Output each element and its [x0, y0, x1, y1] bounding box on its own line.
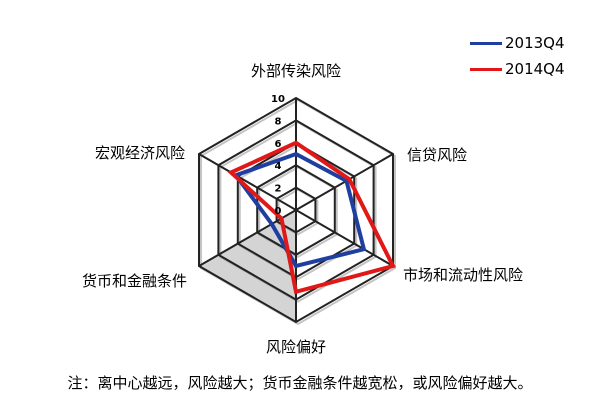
- legend-swatch-2013q4: [470, 41, 502, 45]
- axis-label: 货币和金融条件: [82, 272, 187, 290]
- tick-label: 2: [275, 184, 282, 195]
- legend: 2013Q4 2014Q4: [470, 30, 565, 82]
- tick-label: 4: [275, 161, 282, 172]
- tick-label: 6: [275, 139, 282, 150]
- legend-item-2014q4: 2014Q4: [470, 56, 565, 82]
- axis-label: 宏观经济风险: [95, 144, 185, 162]
- series-line-2014q4: [227, 140, 396, 295]
- chart-note: 注：离中心越远，风险越大；货币金融条件越宽松，或风险偏好越大。: [67, 374, 533, 392]
- tick-label: 8: [275, 116, 282, 127]
- radar-spoke: [295, 209, 394, 267]
- axis-label: 风险偏好: [266, 338, 326, 356]
- legend-label-2013q4: 2013Q4: [505, 34, 565, 52]
- axis-label: 外部传染风险: [251, 62, 341, 80]
- axis-label: 信贷风险: [407, 146, 467, 164]
- legend-label-2014q4: 2014Q4: [505, 60, 565, 78]
- radar-spoke: [198, 153, 297, 211]
- axis-label: 市场和流动性风险: [403, 266, 523, 284]
- radar-shaded-sector: [199, 210, 296, 322]
- radar-series: [227, 140, 396, 295]
- legend-item-2013q4: 2013Q4: [470, 30, 565, 56]
- tick-label: 0: [275, 206, 282, 217]
- legend-swatch-2014q4: [470, 67, 502, 71]
- tick-label: 10: [271, 94, 285, 105]
